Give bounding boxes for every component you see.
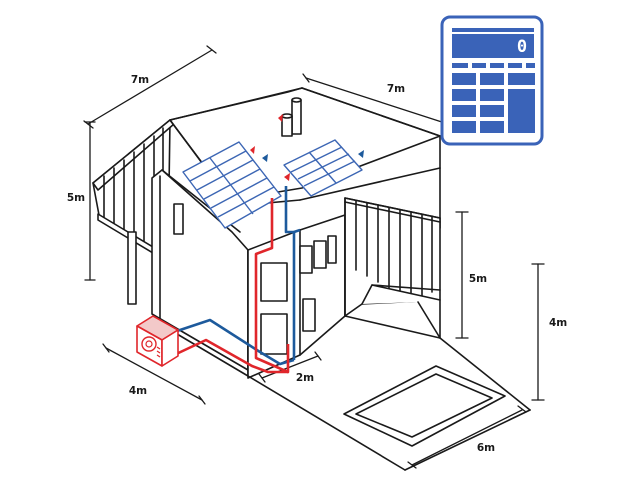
calculator-display — [452, 34, 534, 58]
calculator-keypad — [452, 63, 535, 133]
label-house-depth: 7m — [131, 74, 149, 86]
label-heatpump-width: 4m — [129, 385, 147, 397]
label-pool-width: 6m — [477, 442, 495, 454]
calculator-display-value: 0 — [517, 37, 527, 57]
right-extension — [344, 197, 441, 339]
label-pool-height: 4m — [549, 317, 567, 329]
solar-panel-right — [283, 139, 363, 197]
hot-pipe — [171, 198, 290, 374]
label-extension-height: 5m — [469, 273, 487, 285]
solar-panel-left — [182, 141, 282, 229]
swimming-pool — [343, 365, 506, 447]
dimension-labels: 7m 7m 5m 5m 4m 4m 2m 6m — [67, 74, 567, 454]
extension-siding — [355, 200, 433, 299]
label-wall-gap: 2m — [296, 372, 314, 384]
label-house-height: 5m — [67, 192, 85, 204]
calculator-icon: 0 — [440, 15, 544, 146]
main-front-wall — [247, 229, 337, 379]
cold-pipe — [173, 186, 301, 366]
solar-arrows — [250, 114, 364, 181]
dimension-lines — [83, 45, 545, 469]
heat-pump-icon — [136, 315, 179, 367]
label-house-width: 7m — [387, 83, 405, 95]
